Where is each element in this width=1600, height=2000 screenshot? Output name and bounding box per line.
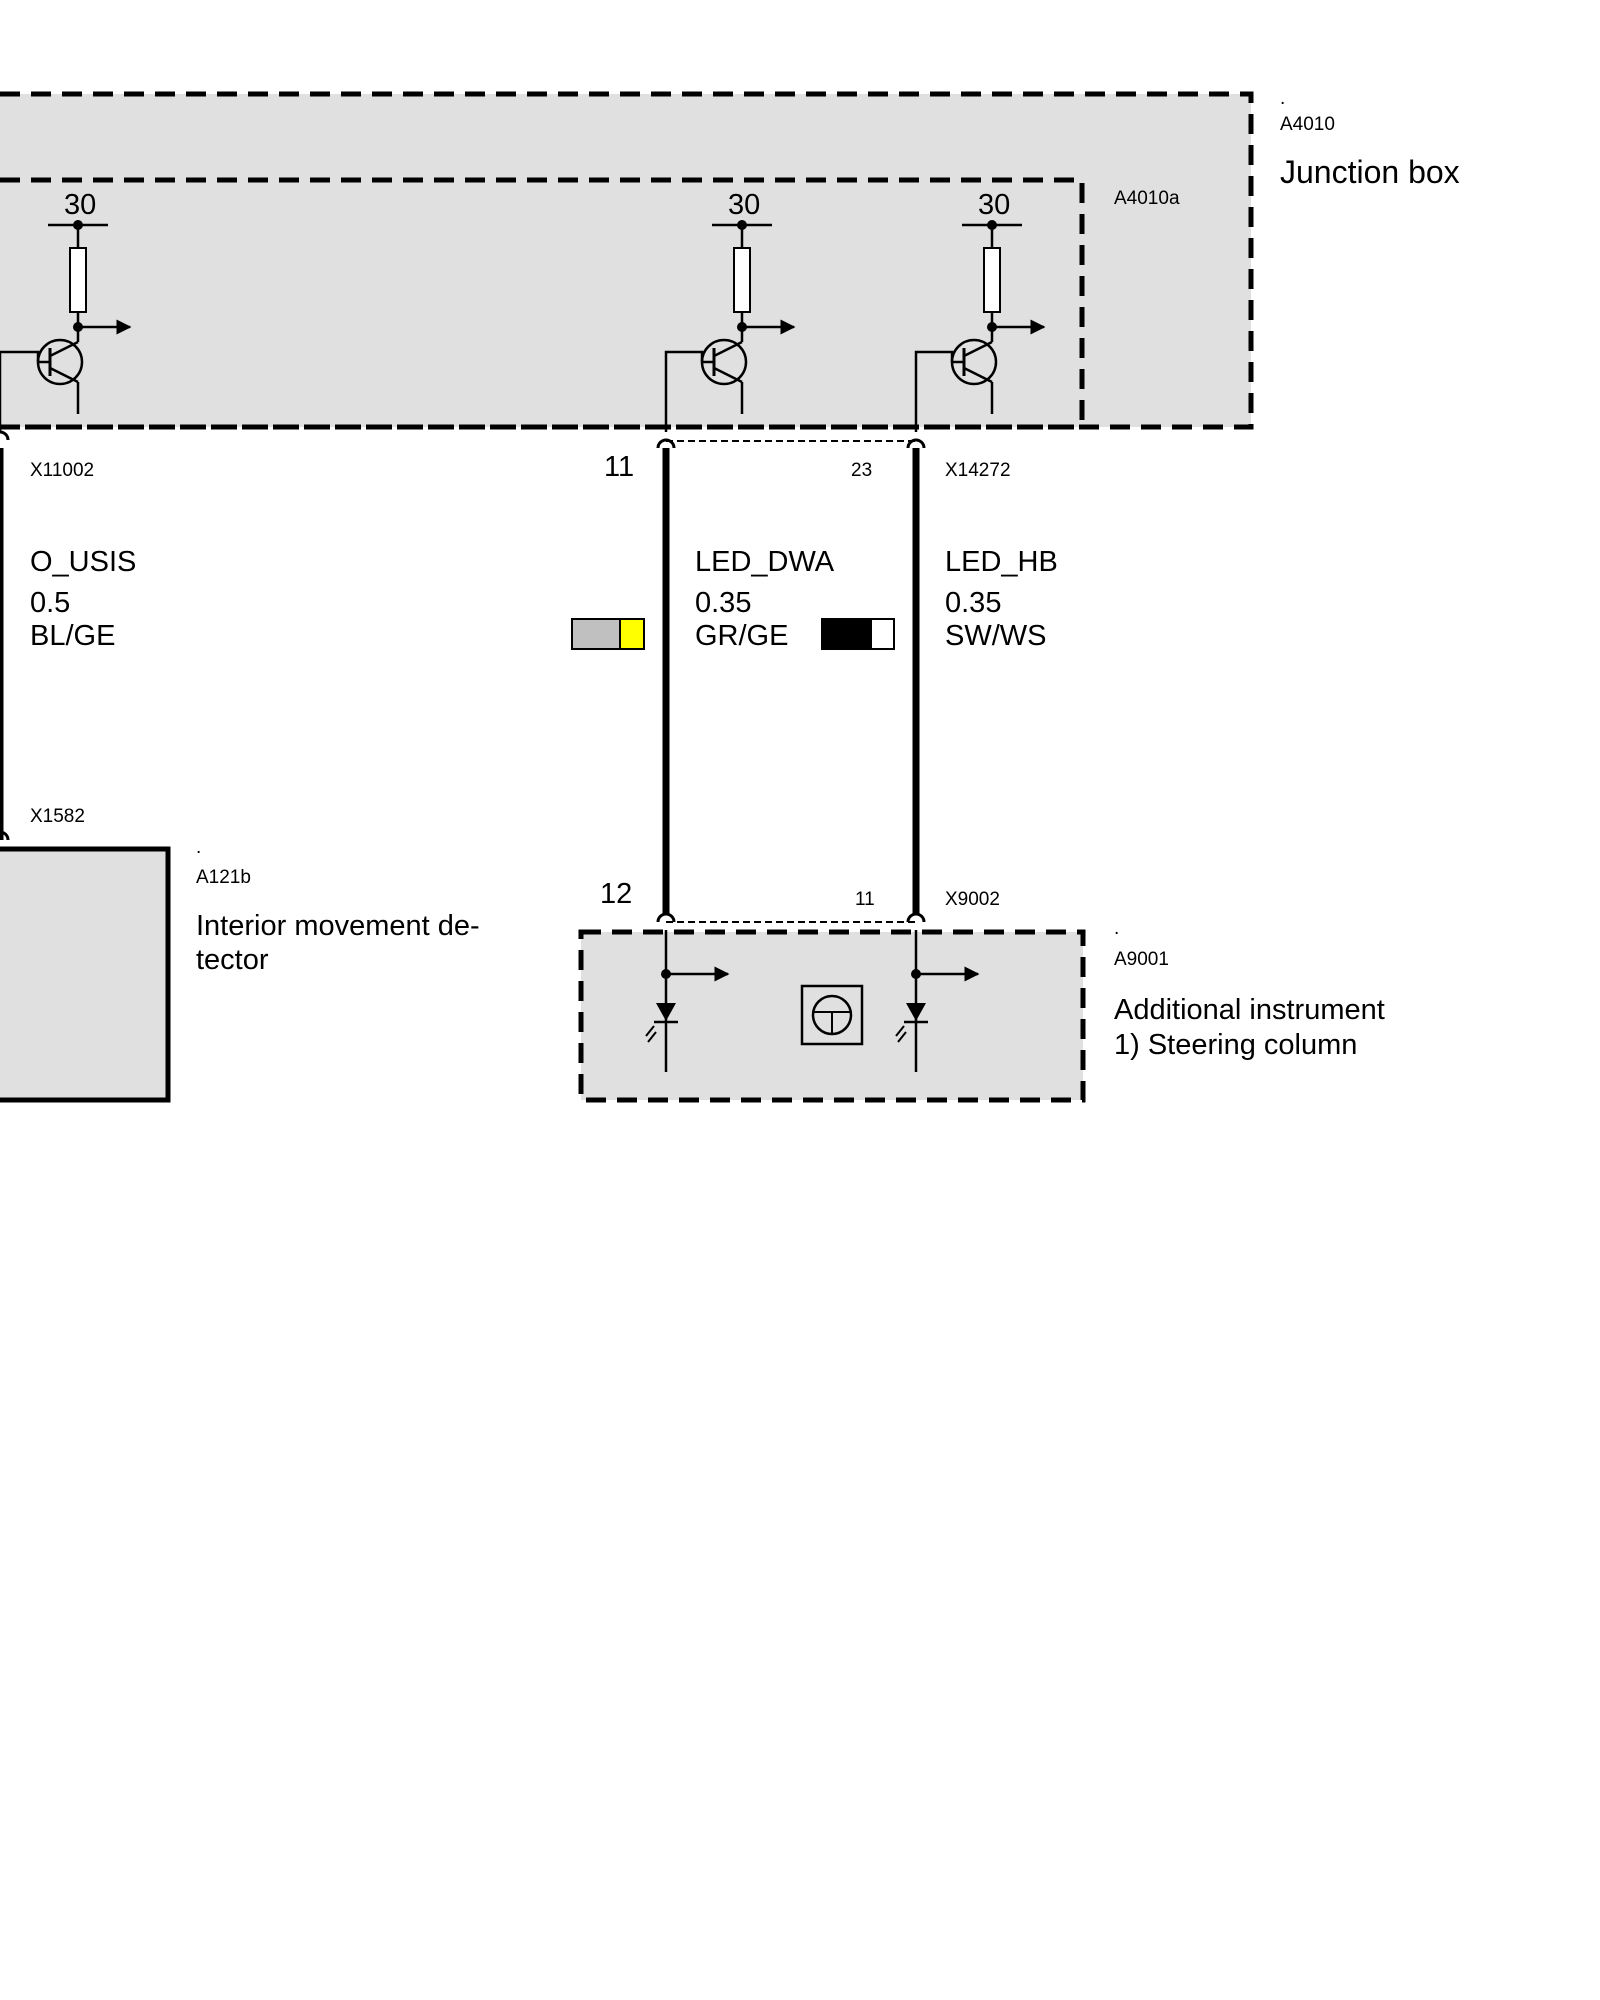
led-circuit-2 xyxy=(895,930,980,1072)
terminal-label-3: 30 xyxy=(978,189,1010,221)
junction-box-name: Junction box xyxy=(1280,154,1460,190)
connector-x14272: X14272 xyxy=(945,460,1011,481)
connector-x1582: X1582 xyxy=(30,806,85,827)
junction-box xyxy=(0,91,1254,430)
junction-box-inner-border xyxy=(0,177,1085,427)
additional-instrument-id: A9001 xyxy=(1114,949,1169,970)
movement-detector-box xyxy=(0,846,171,1103)
terminal-label-2: 30 xyxy=(728,189,760,221)
junction-box-inner-id: A4010a xyxy=(1114,188,1180,209)
connector-pin-11-lower xyxy=(906,912,926,923)
pin-label-12: 12 xyxy=(600,878,632,910)
wire-label-o-usis-color: BL/GE xyxy=(30,620,115,652)
wire-label-led-dwa-size: 0.35 xyxy=(695,587,751,619)
movement-detector-name-2: tector xyxy=(196,944,269,976)
led-icon-2 xyxy=(906,1003,926,1021)
additional-instrument-name-1: Additional instrument xyxy=(1114,994,1385,1026)
wire-label-led-hb-signal: LED_HB xyxy=(945,546,1058,578)
color-swatch-gr-ge xyxy=(571,618,645,650)
wire-label-led-hb-color: SW/WS xyxy=(945,620,1047,652)
movement-detector-dot: . xyxy=(196,837,201,858)
junction-box-dot: . xyxy=(1280,88,1285,109)
connector-pin-x11002 xyxy=(0,430,10,441)
wire-label-o-usis-signal: O_USIS xyxy=(30,546,136,578)
led-icon-1 xyxy=(656,1003,676,1021)
junction-box-id: A4010 xyxy=(1280,114,1335,135)
movement-detector-name-1: Interior movement de- xyxy=(196,910,480,942)
wire-label-led-hb-size: 0.35 xyxy=(945,587,1001,619)
connector-x9002: X9002 xyxy=(945,889,1000,910)
wire-label-led-dwa-signal: LED_DWA xyxy=(695,546,835,578)
junction-box-outer-fill xyxy=(0,94,1251,427)
connector-pin-12 xyxy=(656,912,676,923)
pin-label-11-lower: 11 xyxy=(855,889,875,910)
wire-label-o-usis-size: 0.5 xyxy=(30,587,70,619)
connector-pin-11 xyxy=(656,438,676,449)
connector-pin-x1582 xyxy=(0,830,10,841)
resistor-1 xyxy=(69,247,87,313)
resistor-3 xyxy=(983,247,1001,313)
connector-x11002: X11002 xyxy=(30,460,94,481)
connector-pin-23 xyxy=(906,438,926,449)
additional-instrument-name-2: 1) Steering column xyxy=(1114,1029,1357,1061)
additional-instrument-dot: . xyxy=(1114,918,1119,939)
wire-label-led-dwa-color: GR/GE xyxy=(695,620,788,652)
resistor-2 xyxy=(733,247,751,313)
pin-label-11: 11 xyxy=(604,451,634,483)
color-swatch-sw-ws xyxy=(821,618,895,650)
led-circuit-1 xyxy=(645,930,730,1072)
pin-label-23: 23 xyxy=(851,460,872,481)
driver-circuit-1 xyxy=(0,220,132,432)
driver-circuit-2 xyxy=(664,220,796,432)
movement-detector-id: A121b xyxy=(196,867,251,888)
driver-circuit-3 xyxy=(914,220,1046,432)
terminal-label-1: 30 xyxy=(64,189,96,221)
steering-wheel-icon xyxy=(800,984,864,1046)
